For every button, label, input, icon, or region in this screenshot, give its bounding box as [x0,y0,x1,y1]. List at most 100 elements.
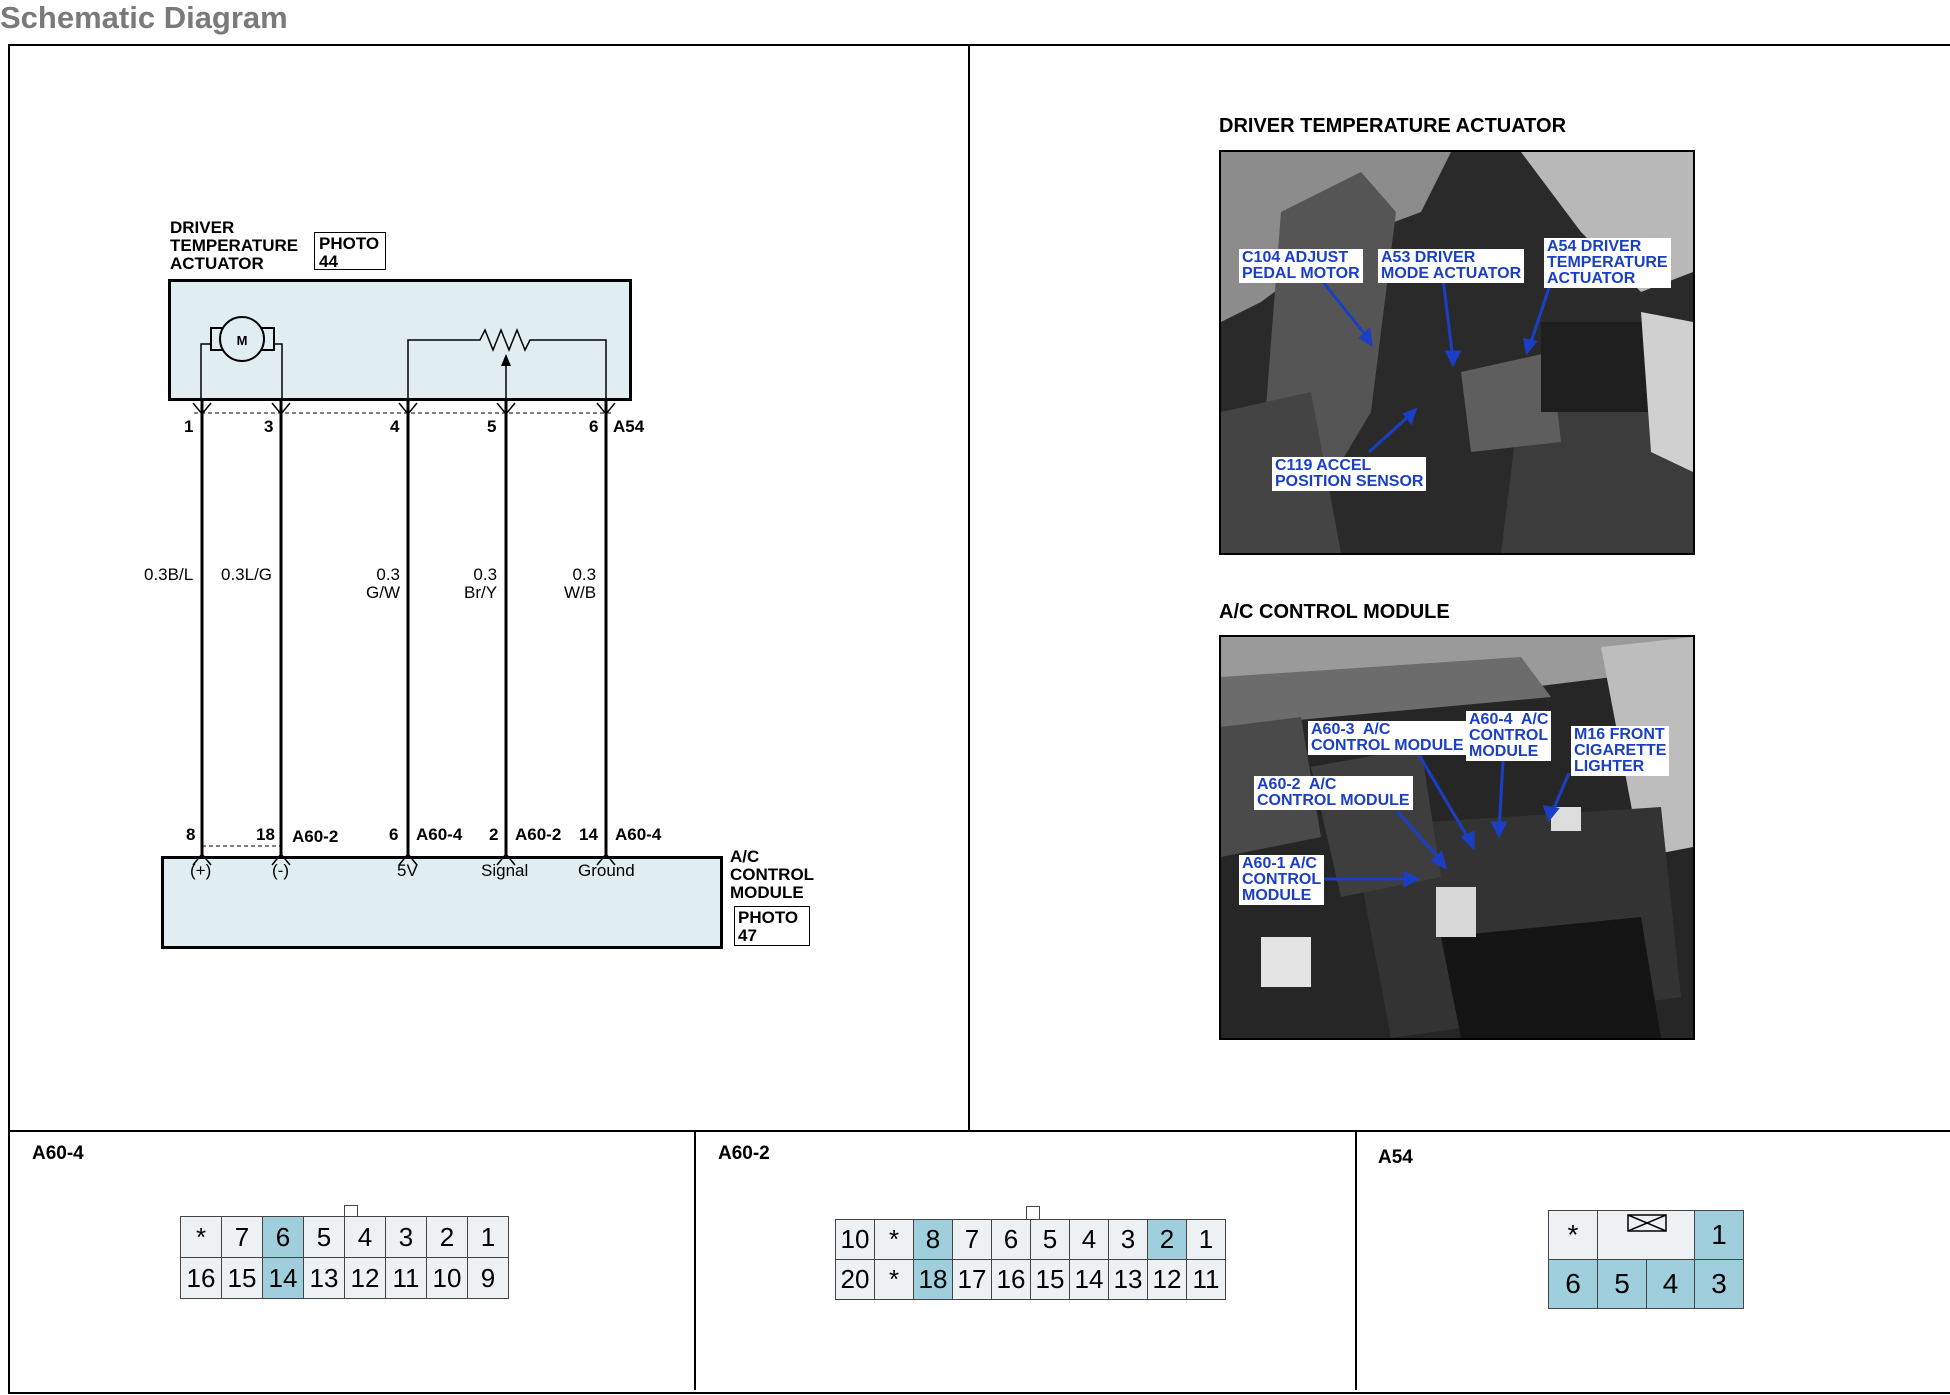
pin-cell: 11 [385,1257,427,1299]
pin-cell: 16 [991,1259,1031,1300]
pin-cell: 16 [180,1257,222,1299]
connector-a60-2-key [1026,1206,1040,1220]
pin-cell-highlighted: 5 [1597,1259,1647,1309]
terminal-ground: Ground [578,861,635,880]
terminal-signal: Signal [481,861,529,880]
pin-a604-14: 14 [579,825,598,844]
pin-a54-1: 1 [184,417,194,436]
pin-cell-highlighted: 18 [913,1259,953,1300]
pin-cell: 9 [467,1257,509,1299]
connector-a54-title: A54 [1378,1147,1413,1168]
pin-cell: 3 [385,1216,427,1258]
pin-cell: 1 [467,1216,509,1258]
pin-cell: 5 [1030,1219,1070,1260]
pin-a54-5: 5 [487,417,497,436]
connector-a54-face: * 1 6 5 4 3 [1548,1210,1744,1309]
pin-cell: 12 [344,1257,386,1299]
terminal-plus: (+) [190,861,212,880]
motor-label: M [237,333,248,348]
connector-a60-2-face: 10 * 8 7 6 5 4 3 2 1 20 * 18 17 16 15 14… [835,1219,1226,1300]
pin-a602-2: 2 [489,825,499,844]
pin-cell: 3 [1108,1219,1148,1260]
actuator-label: DRIVER TEMPERATURE ACTUATOR [170,218,299,273]
pin-cell: * [1548,1210,1598,1260]
pin-cell-highlighted: 3 [1694,1259,1744,1309]
page-title: Schematic Diagram [0,0,288,35]
pin-cell: 20 [835,1259,875,1300]
horizontal-divider [8,1130,1950,1132]
connector-divider-1 [694,1130,696,1390]
callout-a60-1: A60-1 A/C CONTROL MODULE [1239,855,1325,905]
pin-cell: * [180,1216,222,1258]
wire-label-2: 0.3L/G [221,565,273,584]
connector-label-2: A60-4 [416,825,463,844]
pin-cell: 14 [1069,1259,1109,1300]
pin-cell: 11 [1186,1259,1226,1300]
vertical-divider [968,44,970,1132]
schematic-wiring: M [192,316,616,866]
actuator-photo-ref[interactable]: PHOTO 44 [314,232,386,271]
pin-a54-6: 6 [589,417,599,436]
potentiometer-symbol [407,327,607,400]
connector-a60-2-title: A60-2 [718,1143,770,1164]
callout-c104: C104 ADJUST PEDAL MOTOR [1239,249,1363,283]
pin-cell: 13 [1108,1259,1148,1300]
pin-cell: 10 [835,1219,875,1260]
callout-a54: A54 DRIVER TEMPERATURE ACTUATOR [1544,238,1671,288]
module-box [161,856,723,949]
module-photo-ref[interactable]: PHOTO 47 [734,906,810,946]
callout-a60-4: A60-4 A/C CONTROL MODULE [1466,711,1552,761]
pin-a602-18: 18 [256,825,275,844]
connector-a54-label: A54 [613,417,645,436]
wire-label-5: 0.3 W/B [564,565,597,602]
pin-cell-highlighted: 2 [1147,1219,1187,1260]
connector-label-1: A60-2 [292,827,339,846]
connector-latch [1597,1210,1695,1260]
pin-cell: 15 [221,1257,263,1299]
actuator-photo-title: DRIVER TEMPERATURE ACTUATOR [1219,115,1567,137]
pin-cell: * [874,1219,914,1260]
connector-a60-4-face: * 7 6 5 4 3 2 1 16 15 14 13 12 11 10 9 [180,1216,509,1299]
pin-cell: 1 [1186,1219,1226,1260]
pin-a604-6: 6 [389,825,399,844]
callout-c119: C119 ACCEL POSITION SENSOR [1272,457,1427,491]
pin-a54-4: 4 [390,417,400,436]
pin-cell: 7 [952,1219,992,1260]
pin-cell-highlighted: 8 [913,1219,953,1260]
module-photo: A60-3 A/C CONTROL MODULE A60-4 A/C CONTR… [1219,635,1695,1040]
pin-cell: 5 [303,1216,345,1258]
pin-cell: 10 [426,1257,468,1299]
pin-cell: 2 [426,1216,468,1258]
connector-label-3: A60-2 [515,825,562,844]
module-photo-title: A/C CONTROL MODULE [1219,601,1450,623]
connector-a60-4-title: A60-4 [32,1143,84,1164]
motor-symbol: M [210,316,275,362]
pin-cell-highlighted: 6 [262,1216,304,1258]
pin-cell: 12 [1147,1259,1187,1300]
callout-m16: M16 FRONT CIGARETTE LIGHTER [1571,726,1670,776]
connector-label-4: A60-4 [615,825,662,844]
pin-cell: 4 [1069,1219,1109,1260]
pin-cell: 17 [952,1259,992,1300]
outer-frame [8,44,1950,1394]
pin-cell-highlighted: 1 [1694,1210,1744,1260]
terminal-5v: 5V [397,861,418,880]
pin-cell-highlighted: 4 [1646,1259,1695,1309]
wire-label-1: 0.3B/L [144,565,194,584]
pin-cell-highlighted: 6 [1548,1259,1598,1309]
latch-icon [1627,1214,1667,1232]
pin-cell: 15 [1030,1259,1070,1300]
module-label: A/C CONTROL MODULE [730,847,815,902]
pin-cell: 4 [344,1216,386,1258]
terminal-minus: (-) [272,861,289,880]
wire-label-3: 0.3 G/W [366,565,400,602]
wire-label-4: 0.3 Br/Y [464,565,498,602]
pin-cell-highlighted: 14 [262,1257,304,1299]
connector-divider-2 [1355,1130,1357,1390]
actuator-photo: C104 ADJUST PEDAL MOTOR A53 DRIVER MODE … [1219,150,1695,555]
callout-a60-3: A60-3 A/C CONTROL MODULE [1308,721,1467,755]
wires [200,401,608,856]
callout-a53: A53 DRIVER MODE ACTUATOR [1378,249,1525,283]
pin-a54-3: 3 [264,417,274,436]
callout-a60-2: A60-2 A/C CONTROL MODULE [1254,776,1413,810]
